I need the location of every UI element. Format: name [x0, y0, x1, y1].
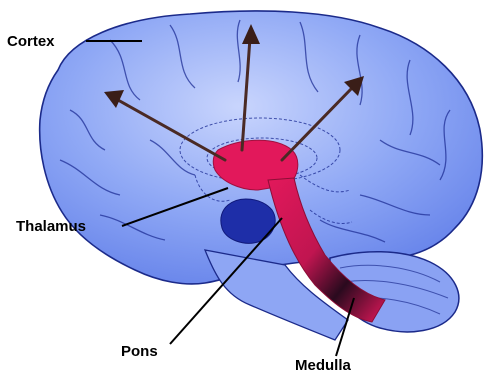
cortex-label: Cortex	[7, 33, 55, 50]
medulla-label: Medulla	[295, 357, 351, 374]
thalamus-nucleus	[221, 199, 275, 243]
pons-label: Pons	[121, 343, 158, 360]
thalamus-label: Thalamus	[16, 218, 86, 235]
